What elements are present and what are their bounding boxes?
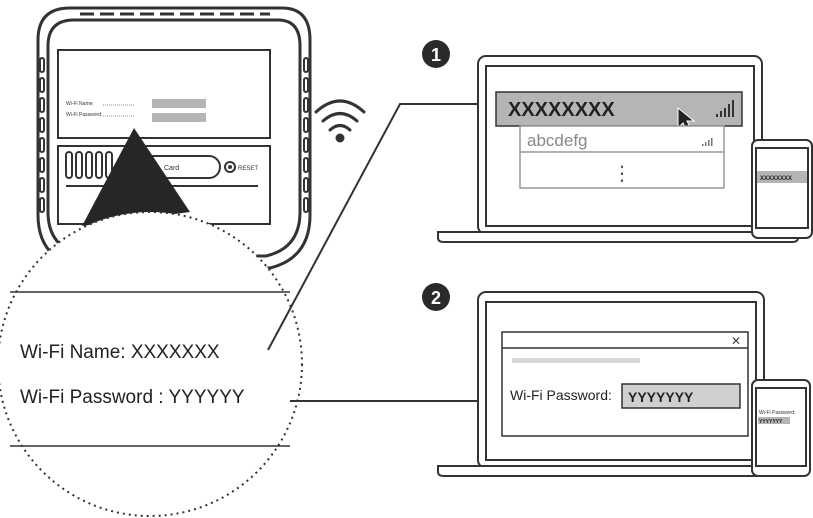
router-label-password: Wi-Fi Password:: [66, 112, 102, 118]
password-label: Wi-Fi Password:: [510, 387, 612, 403]
router-label-name: Wi-Fi Name:: [66, 101, 94, 107]
more-networks-ellipsis: ⋮: [612, 163, 632, 185]
phone-password-value: YYYYYYY: [759, 419, 783, 425]
magnifier-circle: [0, 211, 303, 517]
phone-network-name: XXXXXXXX: [760, 176, 792, 182]
magnified-wifi-password: Wi-Fi Password : YYYYYY: [20, 387, 245, 408]
network-list: [519, 125, 725, 189]
step2-badge: [422, 283, 450, 311]
connector-step1: [267, 103, 500, 351]
step2-number: 2: [431, 288, 441, 308]
close-icon[interactable]: ✕: [731, 334, 741, 348]
selected-network-name: XXXXXXXX: [508, 99, 615, 121]
magnifier-cone: [82, 128, 190, 226]
phone-password-label: Wi-Fi Password:: [759, 410, 795, 416]
password-input[interactable]: [621, 383, 741, 409]
phone-step1: [751, 139, 813, 239]
password-input-value: YYYYYYY: [628, 389, 694, 405]
reset-label: RESET: [238, 166, 258, 172]
other-network-name[interactable]: abcdefg: [527, 131, 588, 150]
signal-bars-icon: [716, 100, 734, 117]
step1-number: 1: [431, 45, 441, 65]
step1-badge: [422, 40, 450, 68]
dialog-title-placeholder: [512, 358, 640, 363]
signal-bars-small-icon: [702, 138, 713, 146]
reset-button: [228, 165, 232, 169]
wifi-icon: [314, 99, 366, 143]
router-password-field: [152, 113, 206, 122]
card-slot-label: Card: [164, 165, 179, 172]
magnified-wifi-name: Wi-Fi Name: XXXXXXX: [20, 342, 220, 363]
phone-step2: [751, 379, 811, 477]
router-name-field: [152, 99, 206, 108]
